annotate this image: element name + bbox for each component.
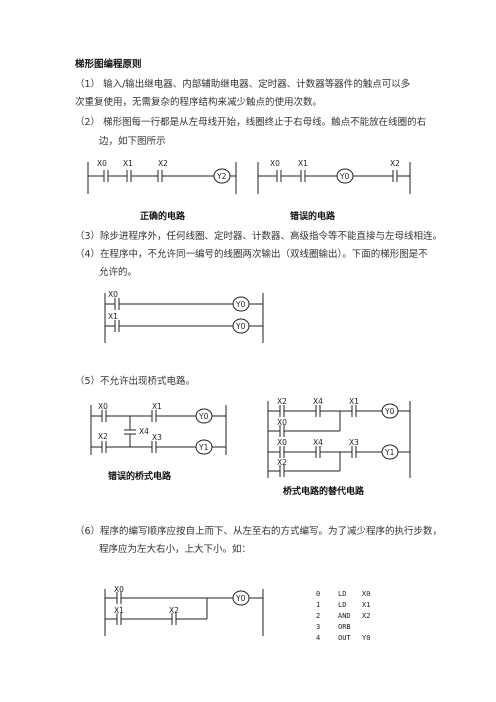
contact-label: X4 [313,438,323,447]
contact-label: X1 [114,606,124,615]
program-operand: Y0 [362,634,370,642]
program-step: 3 [316,623,320,631]
contact-label: X0 [270,159,280,168]
bridge-circuit-diagram [90,405,227,455]
rule-4-line-1: （4）在程序中，不允许同一编号的线圈两次输出（双线圈输出）。下面的梯形图是不 [75,249,428,260]
rule-1-line-1: （1） 输入/输出继电器、内部辅助继电器、定时器、计数器等器件的触点可以多 [75,79,411,90]
rule-2-line-2: 边，如下图所示 [99,136,166,147]
program-op: OUT [338,634,351,642]
contact-label: X1 [298,159,308,168]
coil-label: Y0 [235,300,246,309]
program-step: 2 [316,612,320,620]
contact-label: X4 [313,397,323,406]
program-step: 4 [316,634,320,642]
coil-label: Y0 [384,407,395,416]
rule-5: （5）不允许出现桥式电路。 [75,376,196,387]
program-order-diagram [104,589,264,636]
contact-label: X0 [97,159,107,168]
contact-label: X0 [277,418,287,427]
contact-label: X1 [123,159,133,168]
contact-label: X0 [98,402,108,411]
coil-label: Y1 [198,443,209,452]
wrong-circuit-diagram [257,162,411,194]
contact-label: X2 [277,458,287,467]
program-op: ORB [338,623,351,631]
program-step: 1 [316,601,320,609]
contact-label: X2 [169,606,179,615]
contact-label: X2 [390,159,400,168]
rule-2-line-1: （2） 梯形图每一行都是从左母线开始，线圈终止于右母线。触点不能放在线圈的右 [75,117,427,128]
contact-label: X2 [277,397,287,406]
coil-label: Y2 [216,172,227,181]
bridge-circuit-caption: 错误的桥式电路 [108,470,172,482]
section-heading: 梯形图编程原则 [75,59,142,70]
replacement-circuit-caption: 桥式电路的替代电路 [283,485,365,497]
contact-label: X3 [152,433,162,442]
program-op: LD [338,590,346,598]
program-op: AND [338,612,351,620]
contact-label: X0 [277,438,287,447]
contact-label: X1 [152,402,162,411]
correct-circuit-diagram [87,162,237,194]
contact-label: X1 [108,312,118,321]
contact-label: X2 [98,432,108,441]
double-coil-diagram [104,293,264,343]
coil-label: Y0 [198,412,209,421]
contact-label: X0 [108,290,118,299]
contact-label: X4 [139,427,149,436]
coil-label: Y0 [235,594,246,603]
coil-label: Y0 [339,172,350,181]
contact-label: X3 [349,438,359,447]
coil-label: Y0 [235,322,246,331]
bridge-replacement-diagram [267,401,411,478]
contact-label: X0 [114,585,124,594]
rule-6-line-2: 程序应为左大右小，上大下小。如： [99,544,252,555]
rule-3: （3）除步进程序外，任何线圈、定时器、计数器、高级指令等不能直接与左母线相连。 [75,231,443,242]
program-op: LD [338,601,346,609]
correct-circuit-caption: 正确的电路 [140,210,186,222]
contact-label: X2 [158,159,168,168]
rule-1-line-2: 次重复使用，无需复杂的程序结构来减少触点的使用次数。 [75,97,323,108]
coil-label: Y1 [384,448,395,457]
contact-label: X1 [349,397,359,406]
program-step: 0 [316,590,320,598]
instruction-list: 0 LD X0 1 LD X1 2 AND X2 3 ORB 4 OUT Y0 [316,590,370,642]
rule-4-line-2: 允许的。 [99,267,138,278]
program-operand: X1 [362,601,370,609]
rule-6-line-1: （6）程序的编写顺序应按自上而下、从左至右的方式编写。为了减少程序的执行步数， [75,526,443,537]
wrong-circuit-caption: 错误的电路 [290,210,336,222]
program-operand: X0 [362,590,370,598]
program-operand: X2 [362,612,370,620]
